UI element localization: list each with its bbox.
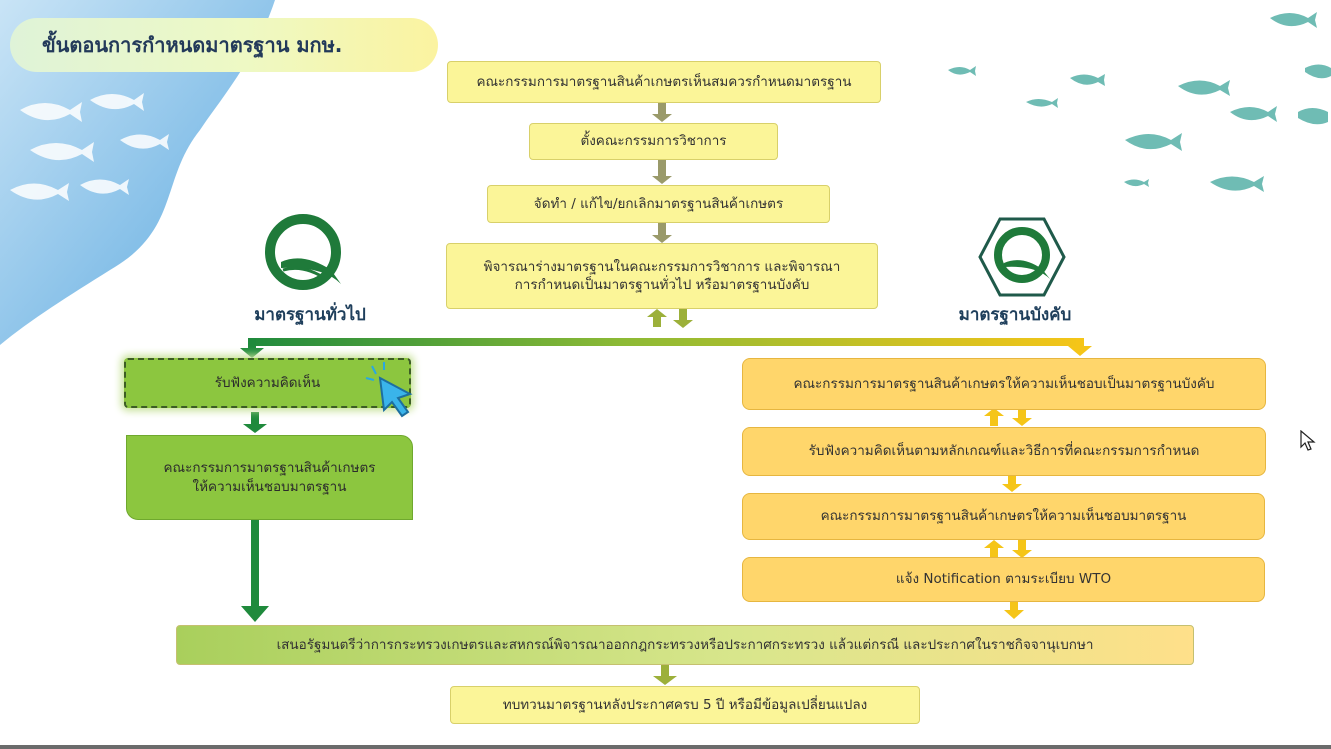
page-title-text: ขั้นตอนการกำหนดมาตรฐาน มกษ. <box>42 33 343 57</box>
fish-icon <box>1210 176 1264 192</box>
bottom-border <box>0 745 1331 749</box>
mandatory-step-2: รับฟังความคิดเห็นตามหลักเกณฑ์และวิธีการท… <box>742 427 1266 476</box>
fish-icon <box>20 102 82 122</box>
fish-icon <box>1026 98 1058 108</box>
q-mark-general-icon <box>265 214 341 290</box>
mandatory-standard-label: มาตรฐานบังคับ <box>958 305 1072 325</box>
blue-wave-shape <box>0 0 275 345</box>
mandatory-step-4: แจ้ง Notification ตามระเบียบ WTO <box>742 557 1265 602</box>
mandatory-double-arrows <box>984 408 1032 619</box>
fish-icon <box>1125 133 1182 151</box>
q-mark-mandatory-icon <box>978 217 1066 297</box>
fish-icon <box>90 93 144 111</box>
final-step-2: ทบทวนมาตรฐานหลังประกาศครบ 5 ปี หรือมีข้อ… <box>450 686 920 724</box>
fish-icon <box>1230 106 1277 122</box>
pointer-hand-icon <box>365 362 413 418</box>
fish-icon <box>10 183 69 201</box>
flow-step-3: จัดทำ / แก้ไข/ยกเลิกมาตรฐานสินค้าเกษตร <box>487 185 830 223</box>
fish-icon <box>120 134 169 150</box>
mandatory-step-3: คณะกรรมการมาตรฐานสินค้าเกษตรให้ความเห็นช… <box>742 493 1265 540</box>
mandatory-step-1: คณะกรรมการมาตรฐานสินค้าเกษตรให้ความเห็นช… <box>742 358 1266 410</box>
fish-icon <box>30 142 94 162</box>
fish-icon <box>1270 12 1317 28</box>
fish-icon <box>1178 80 1230 96</box>
general-step-2: คณะกรรมการมาตรฐานสินค้าเกษตร ให้ความเห็น… <box>126 435 413 520</box>
fish-icon <box>948 66 976 76</box>
flow-step-2: ตั้งคณะกรรมการวิชาการ <box>529 123 778 160</box>
top-connectors <box>652 103 672 243</box>
general-standard-label: มาตรฐานทั่วไป <box>254 305 366 325</box>
fish-icon <box>1298 108 1328 125</box>
branch-bar <box>248 338 1084 346</box>
mouse-cursor-icon <box>1300 430 1316 451</box>
page-title: ขั้นตอนการกำหนดมาตรฐาน มกษ. <box>10 18 438 72</box>
fish-icon <box>1305 64 1331 79</box>
flow-step-1: คณะกรรมการมาตรฐานสินค้าเกษตรเห็นสมควรกำห… <box>447 61 881 103</box>
general-step-1: รับฟังความคิดเห็น <box>124 358 411 408</box>
step4-double-arrows <box>647 309 693 328</box>
fish-icon <box>1124 179 1149 187</box>
fish-icon <box>1070 74 1105 86</box>
final-step-1: เสนอรัฐมนตรีว่าการกระทรวงเกษตรและสหกรณ์พ… <box>176 625 1194 665</box>
flow-step-4: พิจารณาร่างมาตรฐานในคณะกรรมการวิชาการ แล… <box>446 243 878 309</box>
fish-icon <box>80 179 129 195</box>
